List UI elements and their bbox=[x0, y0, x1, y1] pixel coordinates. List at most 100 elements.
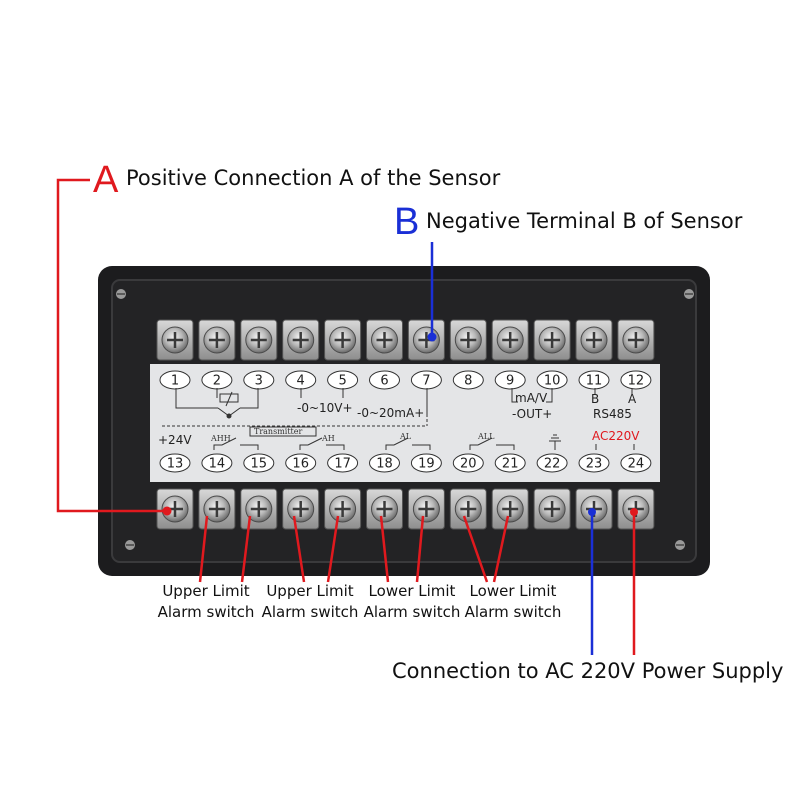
bottom-terminal-number: 16 bbox=[285, 453, 317, 473]
bottom-terminal-number: 18 bbox=[369, 453, 400, 473]
svg-text:2: 2 bbox=[213, 374, 221, 389]
bottom-terminal-row bbox=[156, 488, 655, 530]
bottom-terminal-screw-icon[interactable] bbox=[324, 488, 362, 530]
svg-text:15: 15 bbox=[251, 457, 268, 472]
bottom-terminal-screw-icon[interactable] bbox=[449, 488, 487, 530]
top-terminal-screw-icon[interactable] bbox=[449, 319, 487, 361]
svg-text:12: 12 bbox=[628, 374, 645, 389]
top-terminal-screw-icon[interactable] bbox=[324, 319, 362, 361]
top-terminal-number: 9 bbox=[494, 370, 526, 390]
top-terminal-number: 5 bbox=[327, 370, 359, 390]
svg-text:23: 23 bbox=[586, 457, 603, 472]
callout-b-letter: B bbox=[394, 201, 420, 243]
power-lead-dot bbox=[588, 508, 596, 516]
ah-label: AH bbox=[321, 434, 335, 443]
svg-text:4: 4 bbox=[297, 374, 305, 389]
svg-text:18: 18 bbox=[376, 457, 393, 472]
top-terminal-number: 8 bbox=[452, 370, 484, 390]
svg-text:3: 3 bbox=[255, 374, 263, 389]
range-current-label: -0~20mA+ bbox=[357, 406, 424, 420]
bottom-terminal-screw-icon[interactable] bbox=[366, 488, 403, 530]
wiring-label-plate bbox=[150, 364, 660, 482]
bottom-terminal-number: 22 bbox=[536, 453, 568, 473]
alarm-label-line2: Alarm switch bbox=[261, 603, 359, 621]
bottom-terminal-number: 15 bbox=[243, 453, 275, 473]
alarm-label-line1: Upper Limit bbox=[266, 582, 354, 600]
callout-b-text: Negative Terminal B of Sensor bbox=[426, 209, 743, 233]
svg-text:10: 10 bbox=[544, 374, 561, 389]
bottom-terminal-number: 17 bbox=[327, 453, 359, 473]
alarm-label-line2: Alarm switch bbox=[464, 603, 562, 621]
top-terminal-screw-icon[interactable] bbox=[282, 319, 320, 361]
svg-text:5: 5 bbox=[338, 374, 346, 389]
alarm-label-lower-1: Lower Limit Alarm switch bbox=[363, 581, 461, 623]
corner-screw-icon bbox=[125, 540, 135, 550]
rs485-label: RS485 bbox=[593, 407, 632, 421]
top-terminal-number: 4 bbox=[285, 370, 317, 390]
bottom-terminal-screw-icon[interactable] bbox=[533, 488, 571, 530]
bottom-terminal-screw-icon[interactable] bbox=[240, 488, 278, 530]
bottom-terminal-screw-icon[interactable] bbox=[407, 488, 445, 530]
all-label: ALL bbox=[477, 432, 495, 441]
top-terminal-number: 7 bbox=[410, 370, 442, 390]
alarm-label-lower-2: Lower Limit Alarm switch bbox=[464, 581, 562, 623]
range-voltage-label: -0~10V+ bbox=[297, 401, 353, 415]
svg-text:6: 6 bbox=[380, 374, 388, 389]
rs485-b-label: B bbox=[591, 392, 599, 406]
svg-text:17: 17 bbox=[334, 457, 351, 472]
alarm-label-upper-1: Upper Limit Alarm switch bbox=[157, 581, 255, 623]
bottom-terminal-number: 21 bbox=[494, 453, 526, 473]
top-terminal-number: 12 bbox=[620, 370, 652, 390]
supply-24v-label: +24V bbox=[158, 433, 192, 447]
svg-text:14: 14 bbox=[209, 457, 226, 472]
top-terminal-number: 2 bbox=[201, 370, 233, 390]
alarm-leads bbox=[198, 515, 510, 583]
top-terminal-number: 3 bbox=[243, 370, 275, 390]
top-terminal-screw-icon[interactable] bbox=[533, 319, 571, 361]
top-terminal-screw-icon[interactable] bbox=[575, 319, 613, 361]
top-terminal-number: 11 bbox=[578, 370, 610, 390]
svg-text:24: 24 bbox=[628, 457, 645, 472]
bottom-terminal-number: 23 bbox=[578, 453, 610, 473]
svg-text:9: 9 bbox=[506, 374, 514, 389]
corner-screw-icon bbox=[116, 289, 126, 299]
svg-text:21: 21 bbox=[502, 457, 519, 472]
top-terminal-screw-icon[interactable] bbox=[617, 319, 655, 361]
corner-screw-icon bbox=[684, 289, 694, 299]
alarm-label-line2: Alarm switch bbox=[157, 603, 255, 621]
top-terminal-screw-icon[interactable] bbox=[366, 319, 403, 361]
callout-b-dot bbox=[427, 332, 437, 342]
top-terminal-row bbox=[156, 319, 655, 361]
al-label: AL bbox=[399, 432, 412, 441]
top-terminal-number: 1 bbox=[159, 370, 191, 390]
top-terminal-screw-icon[interactable] bbox=[156, 319, 194, 361]
svg-text:22: 22 bbox=[544, 457, 561, 472]
alarm-label-line1: Lower Limit bbox=[469, 582, 557, 600]
bottom-terminal-number: 14 bbox=[201, 453, 233, 473]
top-terminal-number: 6 bbox=[369, 370, 400, 390]
bottom-terminal-number: 19 bbox=[410, 453, 442, 473]
plate-wiring-lines bbox=[162, 388, 635, 450]
bottom-terminal-screw-icon[interactable] bbox=[198, 488, 236, 530]
plate-texts: -0~10V+ -0~20mA+ mA/V -OUT+ B A RS485 +2… bbox=[158, 391, 640, 447]
bottom-terminal-number: 20 bbox=[452, 453, 484, 473]
bottom-terminal-screw-icon[interactable] bbox=[491, 488, 529, 530]
svg-text:20: 20 bbox=[460, 457, 477, 472]
svg-text:11: 11 bbox=[586, 374, 603, 389]
top-terminal-number: 10 bbox=[536, 370, 568, 390]
alarm-label-upper-2: Upper Limit Alarm switch bbox=[261, 581, 359, 623]
svg-text:13: 13 bbox=[167, 457, 184, 472]
bottom-terminal-screw-icon[interactable] bbox=[282, 488, 320, 530]
callout-a-line bbox=[56, 178, 167, 513]
top-terminal-screw-icon[interactable] bbox=[407, 319, 445, 361]
ac220-label: AC220V bbox=[592, 429, 640, 443]
top-terminal-screw-icon[interactable] bbox=[491, 319, 529, 361]
top-terminal-screw-icon[interactable] bbox=[240, 319, 278, 361]
alarm-label-line1: Lower Limit bbox=[368, 582, 456, 600]
bottom-terminal-number: 24 bbox=[620, 453, 652, 473]
top-terminal-screw-icon[interactable] bbox=[198, 319, 236, 361]
bottom-terminal-screw-icon[interactable] bbox=[156, 488, 194, 530]
transmitter-label: Transmitter bbox=[254, 427, 302, 436]
